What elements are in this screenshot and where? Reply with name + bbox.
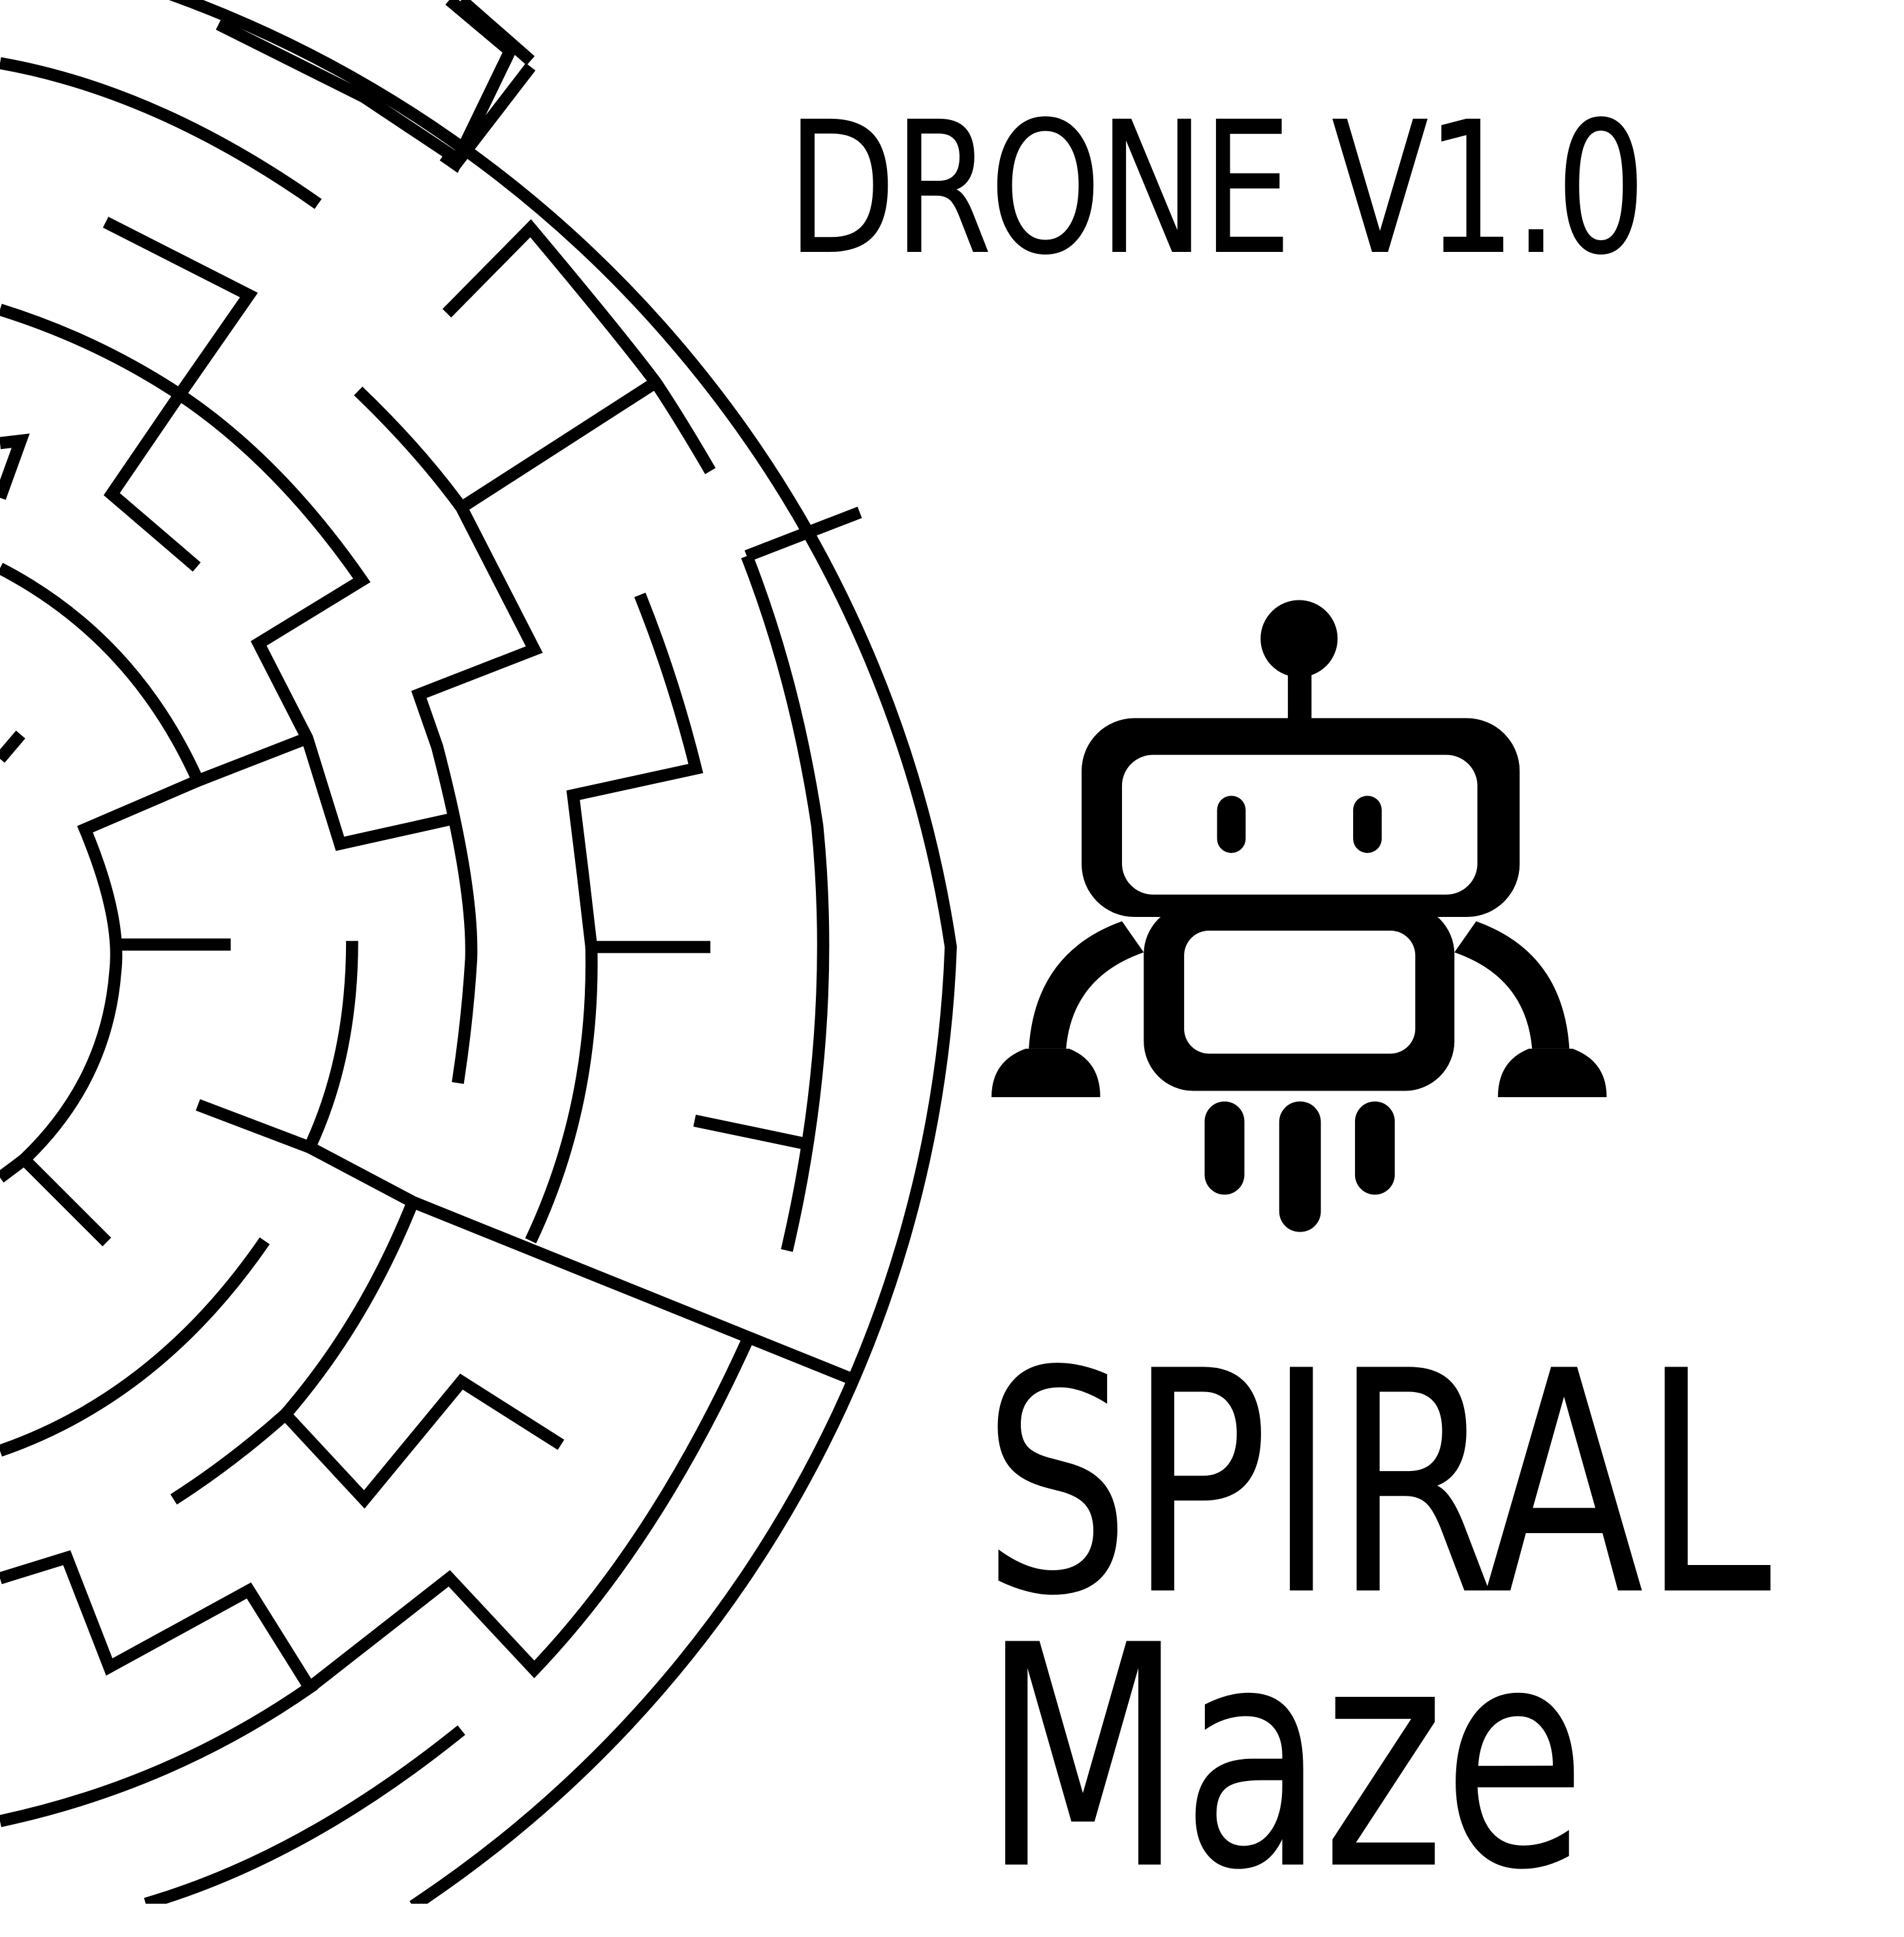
maze-wall — [0, 57, 322, 209]
maze-wall — [0, 563, 310, 789]
spiral-title: SPIRAL — [982, 1306, 1771, 1663]
maze-wall — [442, 219, 716, 474]
maze-wall — [0, 303, 451, 851]
maze-wall — [305, 1339, 753, 1693]
maze-wall — [20, 775, 200, 1164]
maze-outer-wall — [168, 0, 957, 1904]
maze-wall — [0, 1154, 28, 1183]
maze-wall — [411, 1196, 861, 1387]
maze-wall — [0, 730, 25, 763]
maze-wall — [741, 553, 830, 1252]
maze-wall — [170, 1410, 290, 1505]
maze-outer-wall-top — [457, 0, 535, 66]
maze-wall — [144, 1725, 465, 1904]
maze-wall — [458, 377, 659, 513]
maze-wall — [0, 433, 30, 500]
maze-wall — [304, 940, 358, 1150]
maze-wall — [195, 1099, 565, 1509]
maze-wall — [20, 1155, 112, 1247]
maze-wall — [215, 18, 536, 171]
maze-wall — [525, 946, 598, 1244]
maze-subtitle: Maze — [982, 1580, 1586, 1937]
maze-wall — [0, 1550, 318, 1827]
product-title: DRONE V1.0 — [787, 83, 1646, 296]
robot-drone-icon — [991, 600, 1607, 1232]
maze-wall — [744, 506, 862, 562]
maze-wall — [693, 1114, 807, 1150]
maze-wall — [566, 593, 711, 953]
maze-wall — [354, 386, 543, 1084]
maze-wall — [0, 1237, 270, 1457]
